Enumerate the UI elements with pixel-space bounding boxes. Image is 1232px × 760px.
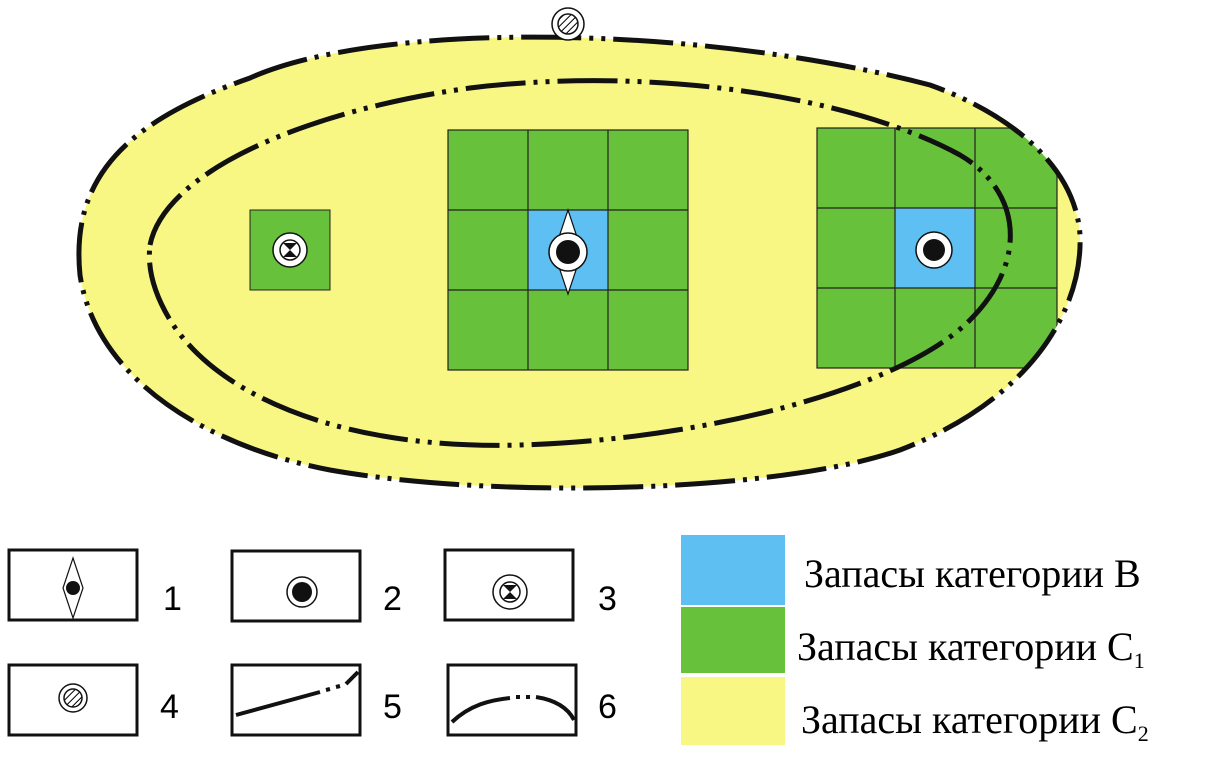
legend-item-4: 4 (7, 663, 179, 737)
legend-number-6: 6 (598, 688, 617, 726)
legend-swatch-c1 (681, 607, 785, 673)
legend-number-2: 2 (383, 580, 402, 618)
legend-number-1: 1 (163, 580, 182, 618)
legend-item-3: 3 (443, 548, 617, 622)
black-dot-well-icon (286, 576, 318, 608)
category-c1-grid-center (447, 129, 689, 371)
well-diamond-center (548, 208, 588, 296)
legend-category-c2: Запасы категории C2 (681, 677, 1149, 746)
legend-label-c1: Запасы категории C1 (797, 624, 1145, 673)
inner-contour-line (146, 78, 1013, 448)
legend-item-5: 5 (230, 663, 402, 737)
legend-label-c2: Запасы категории C2 (801, 697, 1149, 746)
straight-dash-dot-line-icon (235, 670, 360, 717)
legend-number-3: 3 (598, 580, 617, 618)
legend-number-4: 4 (160, 688, 179, 726)
diamond-well-icon (62, 556, 84, 620)
well-black-dot-right (915, 231, 953, 269)
outer-contour-line (76, 34, 1083, 491)
legend-number-5: 5 (383, 688, 402, 726)
legend-category-b: Запасы категории B (681, 535, 1141, 605)
legend-item-2: 2 (230, 549, 402, 623)
legend-swatch-c2 (681, 677, 785, 745)
curved-dash-dot-line-icon (450, 695, 576, 724)
well-hatched-top (551, 7, 585, 41)
legend-category-c1: Запасы категории C1 (681, 607, 1145, 673)
crossed-circle-well-icon (492, 574, 528, 610)
well-crossed-circle-left (272, 232, 308, 268)
legend-item-6: 6 (446, 663, 617, 737)
hatched-circle-well-icon (58, 683, 88, 713)
legend-item-1: 1 (7, 548, 182, 622)
legend-label-b: Запасы категории B (804, 551, 1141, 596)
legend-swatch-b (681, 535, 785, 605)
